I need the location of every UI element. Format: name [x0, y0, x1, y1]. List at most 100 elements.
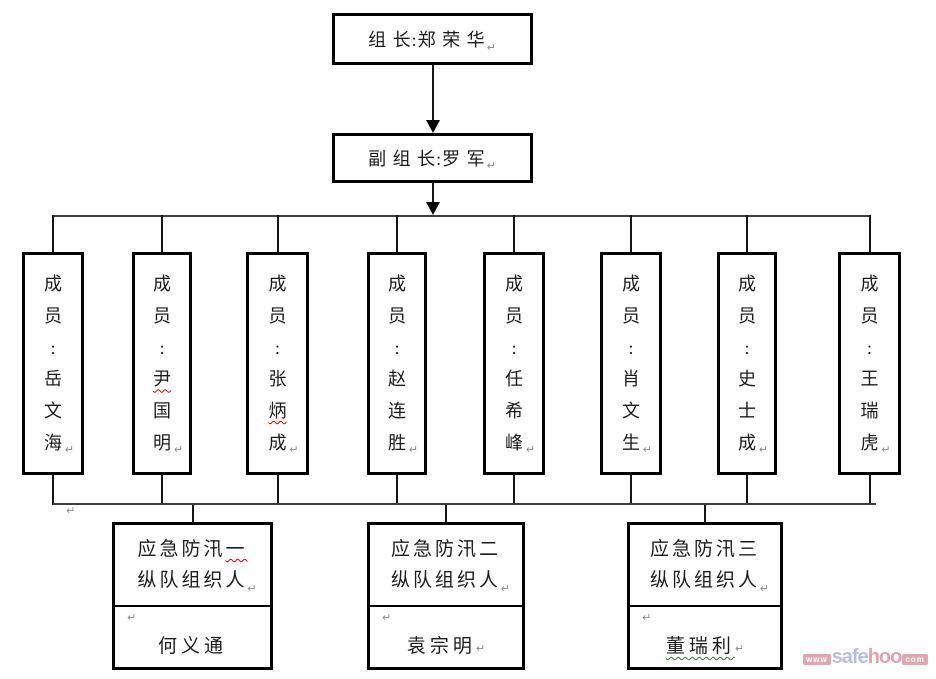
connector-horizontal-bottom: [53, 503, 876, 505]
member-char: 成: [268, 273, 287, 294]
stub-line-bottom: [161, 475, 163, 505]
stub-line-bottom: [630, 475, 632, 505]
team-title-line: 纵队组织人↵: [649, 570, 772, 595]
arrow-line-deputy-members: [432, 183, 434, 204]
team-name-cell: ↵董瑞利↵: [630, 607, 780, 667]
member-char: 员: [44, 305, 62, 326]
team-title-line: 应急防汛三: [649, 539, 760, 560]
team-title: 应急防汛二纵队组织人↵: [370, 525, 522, 607]
member-box: 成员:史士成↵: [717, 252, 777, 475]
member-char: 员: [505, 305, 523, 326]
watermark-com-badge: com: [902, 653, 928, 665]
member-char: 员: [388, 305, 406, 326]
paragraph-mark-icon: ↵: [758, 443, 768, 457]
paragraph-mark-icon: ↵: [173, 443, 183, 457]
stub-line-team: [191, 505, 194, 522]
member-box: 成员:任希峰↵: [483, 252, 545, 475]
paragraph-mark-icon: ↵: [247, 582, 260, 595]
stub-line-top: [868, 215, 871, 252]
member-column: 成员:尹国明↵: [132, 215, 192, 505]
member-char: 连: [388, 401, 406, 422]
member-char: 员: [153, 305, 171, 326]
team-name-cell: ↵袁宗明↵: [370, 607, 522, 667]
member-char: 士: [738, 401, 756, 422]
member-char: 成: [388, 273, 406, 294]
connector-horizontal-top: [53, 215, 871, 217]
paragraph-mark-icon: ↵: [486, 159, 497, 172]
team-box: 应急防汛一纵队组织人↵ ↵何义通: [112, 522, 273, 670]
member-char: :: [866, 337, 872, 358]
stub-line-top: [746, 215, 748, 252]
member-char: 成↵: [268, 433, 299, 457]
stub-line-bottom: [746, 475, 748, 505]
member-char: 成: [44, 273, 62, 294]
member-char: :: [744, 337, 750, 358]
team-organizer-name: 董瑞利↵: [665, 636, 745, 657]
member-char: 生↵: [622, 433, 652, 457]
team-title-line: 纵队组织人↵: [137, 570, 260, 595]
stub-line-top: [630, 215, 632, 252]
watermark-safe-text: safe: [831, 645, 869, 668]
team-title-line: 纵队组织人↵: [390, 570, 513, 595]
stub-line-team: [445, 505, 447, 522]
paragraph-mark-icon: ↵: [881, 443, 891, 457]
paragraph-mark-icon: ↵: [734, 642, 745, 655]
member-char: 岳: [44, 369, 62, 390]
paragraph-mark-icon: ↵: [525, 443, 535, 457]
deputy-label: 副 组 长:罗 军: [368, 149, 486, 169]
stub-line-bottom: [396, 475, 398, 505]
member-char: 国: [153, 401, 171, 422]
member-char: :: [159, 337, 165, 358]
member-char: 明↵: [153, 433, 183, 457]
member-char: 瑞: [860, 401, 879, 422]
member-box: 成员:肖文生↵: [600, 252, 662, 475]
leader-label: 组 长:郑 荣 华: [368, 30, 486, 50]
paragraph-mark-icon: ↵: [759, 582, 772, 595]
paragraph-mark-icon: ↵: [642, 611, 652, 624]
member-column: 成员:张炳成↵: [246, 215, 309, 505]
member-box: 成员:张炳成↵: [246, 252, 309, 475]
member-char: 肖: [622, 369, 640, 390]
stub-line-top: [513, 215, 515, 252]
member-column: 成员:王瑞虎↵: [838, 215, 901, 505]
member-column: 成员:赵连胜↵: [367, 215, 427, 505]
team-name-cell: ↵何义通: [115, 607, 270, 667]
arrow-line-leader-deputy: [432, 65, 434, 121]
arrow-head-icon: [426, 202, 440, 215]
paragraph-mark-icon: ↵: [289, 443, 299, 457]
member-char: :: [50, 337, 56, 358]
member-char: 员: [268, 305, 287, 326]
member-char: 成: [153, 273, 171, 294]
watermark-safehoo-logo: www safe hoo com: [803, 645, 928, 669]
member-char: 胜↵: [388, 433, 418, 457]
paragraph-mark-icon: ↵: [642, 443, 652, 457]
watermark-hoo-text: hoo: [867, 645, 903, 668]
member-column: 成员:肖文生↵: [600, 215, 662, 505]
member-char: 炳: [268, 401, 287, 422]
member-char: 峰↵: [505, 433, 535, 457]
member-box: 成员:王瑞虎↵: [838, 252, 901, 475]
member-char: 任: [505, 369, 523, 390]
member-char: 成: [622, 273, 640, 294]
member-char: 员: [622, 305, 640, 326]
paragraph-mark-icon: ↵: [382, 611, 392, 624]
team-title-line: 应急防汛一: [137, 539, 248, 560]
member-char: 文: [44, 401, 62, 422]
member-box: 成员:赵连胜↵: [367, 252, 427, 475]
stub-line-top: [52, 215, 54, 252]
member-char: 员: [738, 305, 756, 326]
stub-line-top: [276, 215, 279, 252]
member-char: 赵: [388, 369, 406, 390]
stub-line-bottom: [868, 475, 871, 505]
team-box: 应急防汛二纵队组织人↵↵袁宗明↵: [367, 522, 525, 670]
member-column: 成员:任希峰↵: [483, 215, 545, 505]
team-organizer-name: 袁宗明↵: [406, 636, 486, 657]
member-column: 成员:岳文海↵: [22, 215, 84, 505]
member-char: 成: [860, 273, 879, 294]
stub-line-bottom: [52, 475, 54, 505]
paragraph-mark-icon: ↵: [66, 504, 76, 517]
leader-box: 组 长:郑 荣 华↵: [332, 13, 533, 65]
paragraph-mark-icon: ↵: [475, 642, 486, 655]
paragraph-mark-icon: ↵: [127, 611, 137, 624]
paragraph-mark-icon: ↵: [64, 443, 74, 457]
